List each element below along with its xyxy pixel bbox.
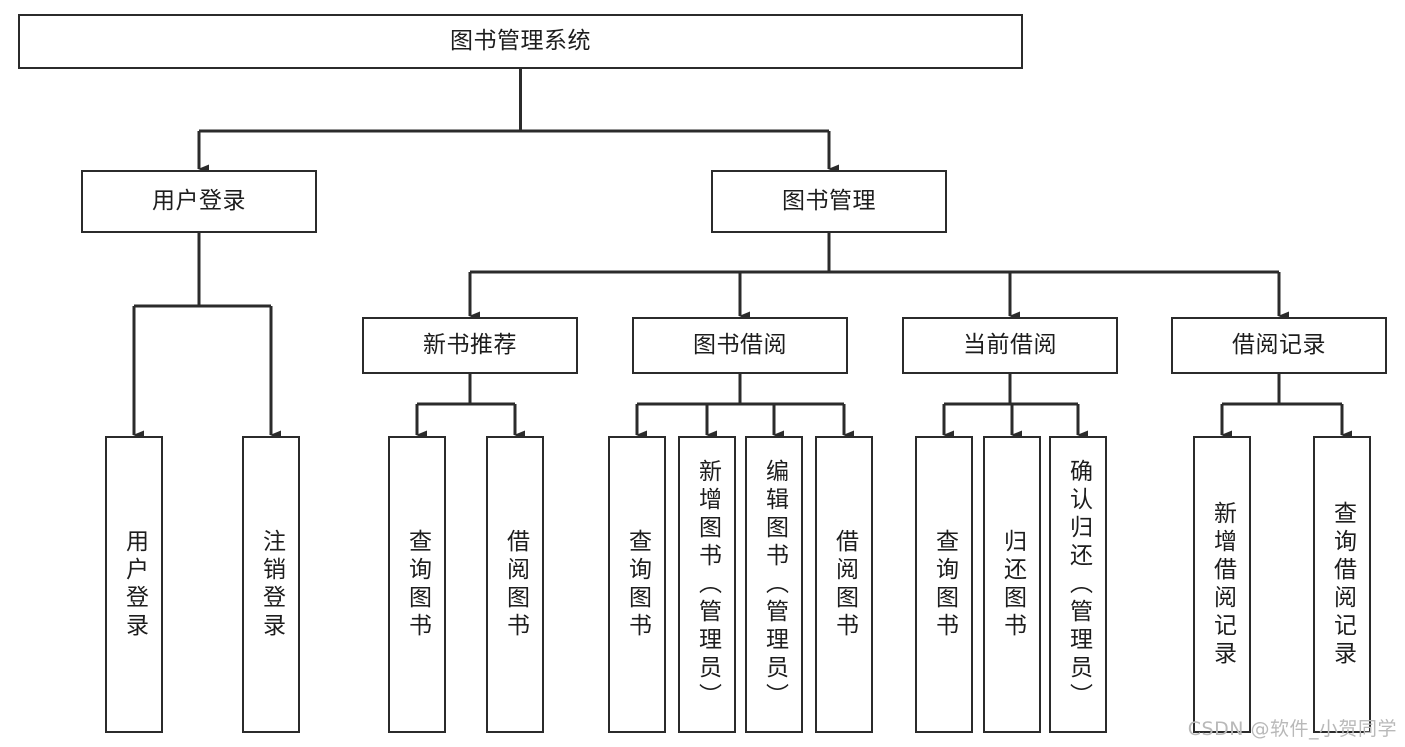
node-user-login[interactable]: 用户登录 xyxy=(81,170,317,233)
node-label: 确认归还（管理员） xyxy=(1065,458,1092,711)
node-label: 查询图书 xyxy=(931,528,958,641)
node-label: 归还图书 xyxy=(999,528,1026,641)
node-leaf-borrow-book-2[interactable]: 借阅图书 xyxy=(815,436,873,733)
node-root[interactable]: 图书管理系统 xyxy=(18,14,1023,69)
node-leaf-return-book[interactable]: 归还图书 xyxy=(983,436,1041,733)
node-leaf-user-login[interactable]: 用户登录 xyxy=(105,436,163,733)
node-borrow-record[interactable]: 借阅记录 xyxy=(1171,317,1387,374)
node-book-borrow[interactable]: 图书借阅 xyxy=(632,317,848,374)
node-leaf-edit-book[interactable]: 编辑图书（管理员） xyxy=(745,436,803,733)
node-label: 编辑图书（管理员） xyxy=(761,458,788,711)
node-label: 用户登录 xyxy=(121,528,148,641)
node-leaf-query-book-2[interactable]: 查询图书 xyxy=(608,436,666,733)
node-label: 图书管理 xyxy=(782,187,876,214)
node-leaf-add-book[interactable]: 新增图书（管理员） xyxy=(678,436,736,733)
node-label: 新增借阅记录 xyxy=(1209,500,1236,669)
node-label: 查询图书 xyxy=(624,528,651,641)
node-label: 借阅图书 xyxy=(502,528,529,641)
node-label: 当前借阅 xyxy=(963,331,1057,358)
node-leaf-confirm-return[interactable]: 确认归还（管理员） xyxy=(1049,436,1107,733)
node-label: 借阅图书 xyxy=(831,528,858,641)
connector-group xyxy=(132,69,1352,440)
node-label: 新书推荐 xyxy=(423,331,517,358)
node-label: 图书管理系统 xyxy=(450,27,591,54)
node-leaf-add-record[interactable]: 新增借阅记录 xyxy=(1193,436,1251,733)
node-label: 用户登录 xyxy=(152,187,246,214)
node-label: 查询借阅记录 xyxy=(1329,500,1356,669)
node-label: 图书借阅 xyxy=(693,331,787,358)
node-leaf-query-book-3[interactable]: 查询图书 xyxy=(915,436,973,733)
node-new-book-recommend[interactable]: 新书推荐 xyxy=(362,317,578,374)
node-leaf-query-book-1[interactable]: 查询图书 xyxy=(388,436,446,733)
node-leaf-query-record[interactable]: 查询借阅记录 xyxy=(1313,436,1371,733)
node-label: 注销登录 xyxy=(258,528,285,641)
node-label: 查询图书 xyxy=(404,528,431,641)
node-leaf-borrow-book-1[interactable]: 借阅图书 xyxy=(486,436,544,733)
node-book-manage[interactable]: 图书管理 xyxy=(711,170,947,233)
node-current-borrow[interactable]: 当前借阅 xyxy=(902,317,1118,374)
node-label: 借阅记录 xyxy=(1232,331,1326,358)
node-label: 新增图书（管理员） xyxy=(694,458,721,711)
node-leaf-logout[interactable]: 注销登录 xyxy=(242,436,300,733)
